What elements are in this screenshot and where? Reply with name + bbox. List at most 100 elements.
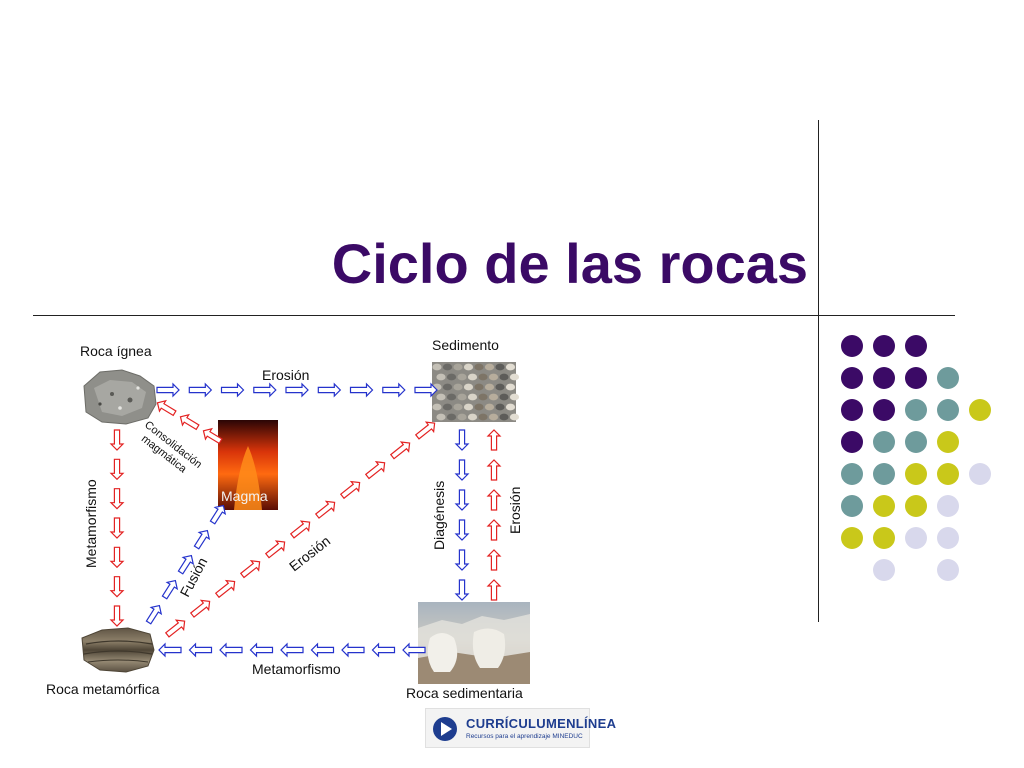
pebble bbox=[442, 403, 453, 411]
pebble bbox=[453, 363, 463, 371]
decorative-dot bbox=[937, 527, 959, 549]
hollow-arrow bbox=[341, 642, 365, 658]
pebble bbox=[495, 403, 505, 411]
label-magma: Magma bbox=[221, 488, 268, 504]
decorative-dot bbox=[937, 463, 959, 485]
hollow-arrow bbox=[109, 488, 125, 510]
decorative-dot bbox=[905, 463, 927, 485]
pebble bbox=[488, 393, 499, 401]
curriculum-logo: CURRÍCULUMENLÍNEA Recursos para el apren… bbox=[425, 708, 616, 748]
magma-image bbox=[218, 420, 278, 510]
hollow-arrow bbox=[414, 382, 438, 398]
red-arrows bbox=[109, 399, 502, 638]
decorative-dot bbox=[905, 367, 927, 389]
pebble bbox=[484, 363, 495, 371]
hollow-arrow bbox=[188, 642, 213, 658]
hollow-arrow bbox=[310, 642, 335, 658]
decorative-dot bbox=[905, 431, 927, 453]
pebble bbox=[432, 403, 442, 411]
hollow-arrow bbox=[486, 579, 502, 601]
hollow-arrow bbox=[109, 546, 125, 569]
decorative-dot bbox=[841, 527, 863, 549]
pebble bbox=[474, 383, 484, 391]
hollow-arrow bbox=[193, 529, 211, 550]
label-erosion-diagonal: Erosión bbox=[286, 533, 333, 575]
pebble bbox=[453, 383, 463, 391]
decorative-dot bbox=[841, 495, 863, 517]
hollow-arrow bbox=[364, 461, 386, 480]
label-metamorphism-left: Metamorfismo bbox=[83, 479, 99, 568]
vertical-rule bbox=[818, 120, 819, 622]
hollow-arrow bbox=[188, 382, 213, 398]
sediment-image bbox=[432, 362, 520, 422]
label-diagenesis: Diagénesis bbox=[431, 481, 447, 550]
decorative-dot bbox=[841, 335, 863, 357]
pebble bbox=[436, 393, 446, 401]
pebble bbox=[436, 373, 446, 381]
pebble bbox=[457, 373, 467, 381]
hollow-arrow bbox=[220, 382, 245, 398]
pebble bbox=[478, 413, 488, 421]
hollow-arrow bbox=[145, 604, 163, 625]
pebble bbox=[505, 363, 516, 371]
pebble bbox=[463, 363, 474, 371]
hollow-arrow bbox=[214, 579, 236, 599]
pebble bbox=[446, 413, 457, 421]
hollow-arrow bbox=[239, 560, 261, 579]
decorative-dot bbox=[873, 495, 895, 517]
decorative-dot bbox=[873, 335, 895, 357]
decorative-dot bbox=[905, 335, 927, 357]
label-igneous-rock: Roca ígnea bbox=[80, 343, 152, 359]
hollow-arrow bbox=[253, 382, 277, 398]
decorative-dot bbox=[937, 399, 959, 421]
label-sedimentary-rock: Roca sedimentaria bbox=[406, 685, 523, 701]
decorative-dot bbox=[937, 367, 959, 389]
pebble bbox=[463, 383, 474, 391]
decorative-dot bbox=[937, 431, 959, 453]
hollow-arrow bbox=[454, 459, 470, 481]
pebble bbox=[474, 363, 484, 371]
hollow-arrow bbox=[454, 519, 470, 541]
hollow-arrow bbox=[219, 642, 243, 658]
decorative-dot bbox=[841, 367, 863, 389]
hollow-arrow bbox=[414, 421, 436, 440]
pebble bbox=[495, 383, 505, 391]
hollow-arrow bbox=[109, 458, 125, 481]
hollow-arrow bbox=[109, 429, 125, 451]
decorative-dot bbox=[873, 559, 895, 581]
hollow-arrow bbox=[382, 382, 406, 398]
pebble bbox=[436, 413, 446, 421]
pebble bbox=[509, 393, 520, 401]
decorative-dot bbox=[841, 399, 863, 421]
decorative-dot bbox=[873, 463, 895, 485]
label-metamorphic-rock: Roca metamórfica bbox=[46, 681, 160, 697]
horizontal-rule bbox=[33, 315, 955, 316]
pebble bbox=[505, 403, 516, 411]
decorative-dot bbox=[937, 495, 959, 517]
pebble bbox=[499, 393, 509, 401]
hollow-arrow bbox=[486, 549, 502, 571]
label-erosion-top: Erosión bbox=[262, 367, 309, 383]
pebble bbox=[446, 373, 457, 381]
hollow-arrow bbox=[454, 579, 470, 601]
pebble bbox=[484, 403, 495, 411]
hollow-arrow bbox=[486, 459, 502, 481]
decorative-dot bbox=[969, 399, 991, 421]
hollow-arrow bbox=[289, 520, 311, 539]
hollow-arrow bbox=[158, 642, 182, 658]
decorative-dot bbox=[937, 559, 959, 581]
hollow-arrow bbox=[389, 441, 411, 460]
hollow-arrow bbox=[249, 642, 274, 658]
hollow-arrow bbox=[314, 500, 336, 519]
pebble bbox=[509, 413, 520, 421]
decorative-dot bbox=[969, 463, 991, 485]
sedimentary-rock-image bbox=[418, 602, 530, 684]
hollow-arrow bbox=[349, 382, 374, 398]
decorative-dot bbox=[873, 399, 895, 421]
pebble bbox=[453, 403, 463, 411]
hollow-arrow bbox=[454, 489, 470, 511]
hollow-arrow bbox=[402, 642, 426, 658]
rock-cycle-diagram: Roca ígnea Sedimento Roca metamórfica Ro… bbox=[46, 337, 530, 701]
hollow-arrow bbox=[371, 642, 396, 658]
